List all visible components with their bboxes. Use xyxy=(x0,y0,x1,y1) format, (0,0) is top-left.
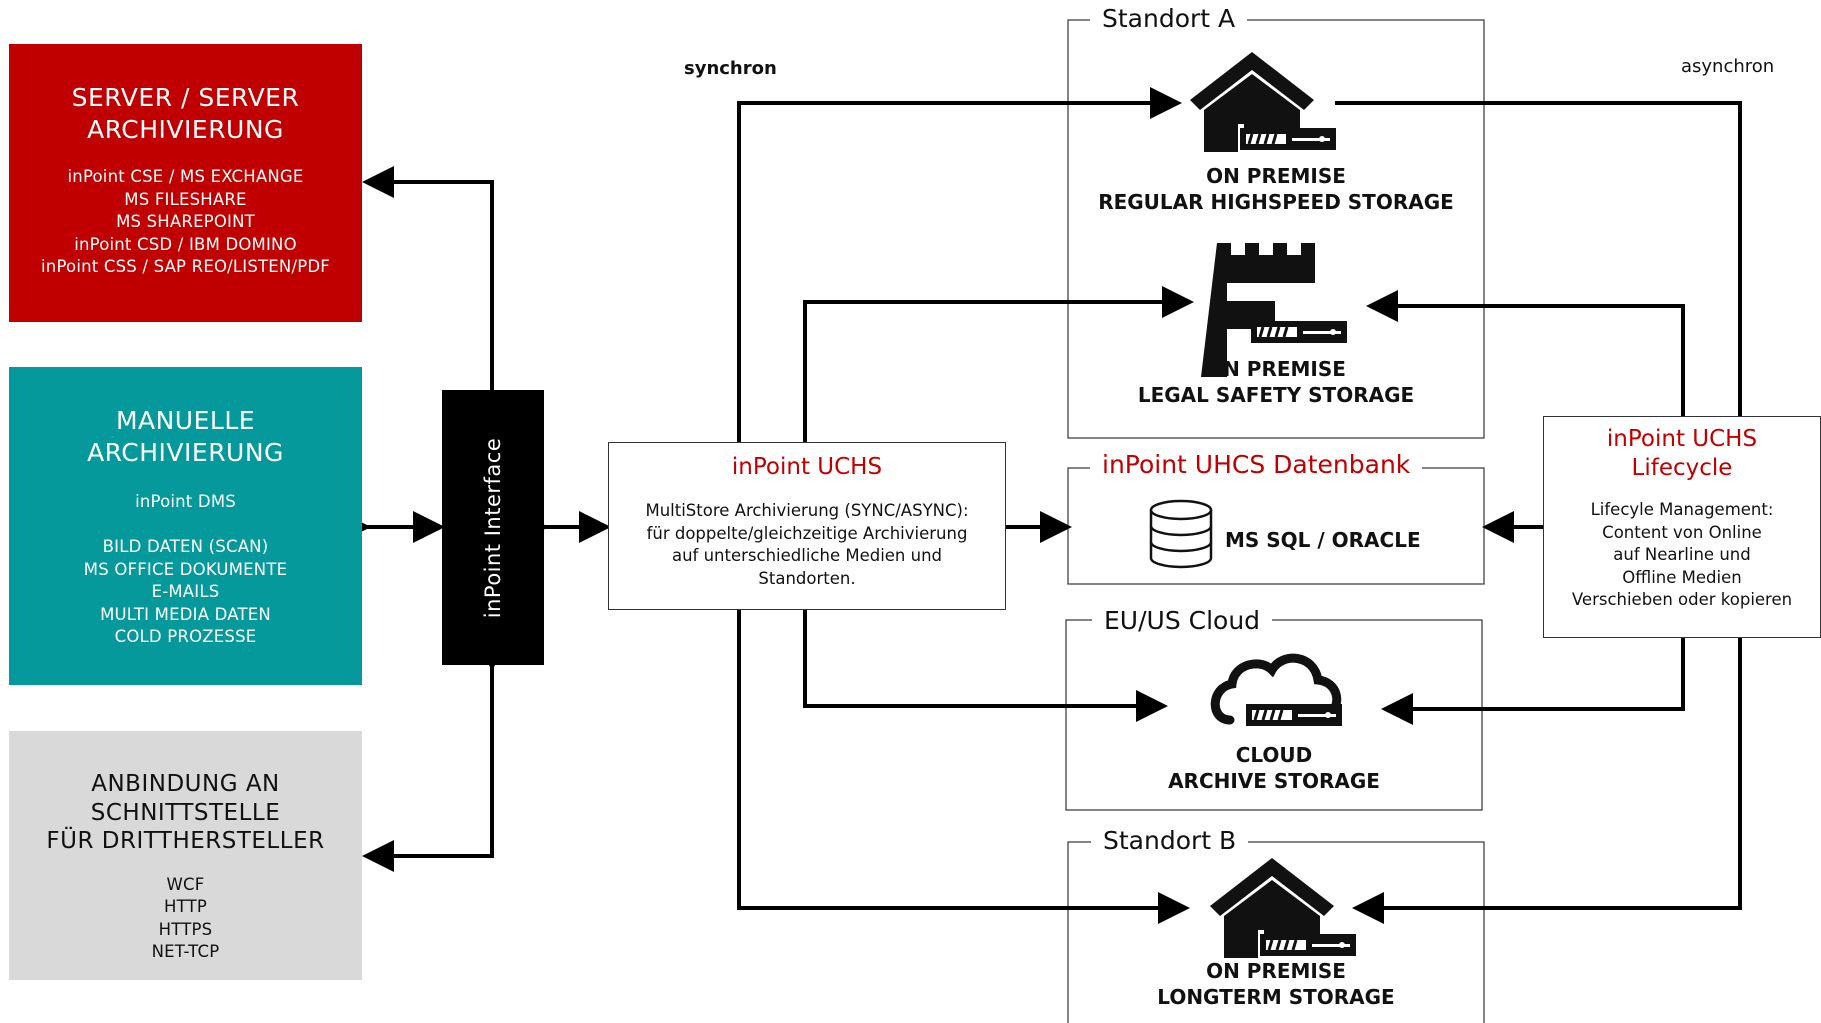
standort-b-label: Standort B xyxy=(1091,826,1249,856)
uchs-title: inPoint UCHS xyxy=(731,454,883,480)
storage-line: ARCHIVE STORAGE xyxy=(1168,769,1380,793)
lifecycle-box: inPoint UCHS Lifecycle Lifecyle Manageme… xyxy=(1543,416,1821,638)
connector-server xyxy=(362,166,508,418)
database-icon xyxy=(1149,499,1213,569)
list-item: COLD PROZESSE xyxy=(114,627,257,646)
title-line: ARCHIVIERUNG xyxy=(87,438,284,467)
body-line: auf Nearline und xyxy=(1613,545,1751,564)
thirdparty-box-title: ANBINDUNG AN SCHNITTSTELLE FÜR DRITTHERS… xyxy=(9,770,362,856)
title-line: Lifecycle xyxy=(1631,455,1733,481)
interface-label-wrap: inPoint Interface xyxy=(442,390,544,665)
list-item: inPoint CSE / MS EXCHANGE xyxy=(67,167,304,186)
storage-line: REGULAR HIGHSPEED STORAGE xyxy=(1098,190,1454,214)
castle-server-icon xyxy=(1201,243,1349,377)
list-item: NET-TCP xyxy=(151,942,220,961)
house-server-icon xyxy=(1210,858,1358,958)
uchs-body: MultiStore Archivierung (SYNC/ASYNC): fü… xyxy=(609,500,1005,590)
title-line: ARCHIVIERUNG xyxy=(87,115,284,144)
sync-to-regular xyxy=(737,87,1182,444)
storage-line: LONGTERM STORAGE xyxy=(1157,985,1395,1009)
sync-to-longterm xyxy=(737,609,1190,924)
list-item: MS OFFICE DOKUMENTE xyxy=(83,559,288,579)
body-line: Offline Medien xyxy=(1622,567,1742,587)
sync-to-legal xyxy=(803,286,1194,444)
datenbank-frame xyxy=(1067,467,1485,585)
thirdparty-interface-box: ANBINDUNG AN SCHNITTSTELLE FÜR DRITTHERS… xyxy=(9,731,362,980)
interface-label: inPoint Interface xyxy=(481,437,505,618)
regular-storage-label: ON PREMISE REGULAR HIGHSPEED STORAGE xyxy=(1068,163,1484,215)
house-server-icon xyxy=(1190,52,1338,152)
title-line: SCHNITTSTELLE xyxy=(90,799,281,826)
standort-a-label: Standort A xyxy=(1090,4,1248,34)
list-item: HTTPS xyxy=(158,919,213,939)
standort-a-frame xyxy=(1067,19,1485,439)
lifecycle-to-cloud xyxy=(1381,638,1685,725)
list-item: BILD DATEN (SCAN) xyxy=(102,537,269,556)
lifecycle-body: Lifecyle Management: Content von Online … xyxy=(1544,499,1820,612)
longterm-storage-label: ON PREMISE LONGTERM STORAGE xyxy=(1068,958,1484,1010)
title-line: inPoint UCHS xyxy=(1606,426,1758,452)
connector-thirdparty xyxy=(362,639,508,872)
body-line: Verschieben oder kopieren xyxy=(1571,590,1793,609)
title-line: FÜR DRITTHERSTELLER xyxy=(46,828,325,854)
server-archiving-box: SERVER / SERVER ARCHIVIERUNG inPoint CSE… xyxy=(9,44,362,322)
list-item: inPoint DMS xyxy=(135,492,236,511)
storage-line: ON PREMISE xyxy=(1206,357,1346,381)
body-line: MultiStore Archivierung (SYNC/ASYNC): xyxy=(645,501,969,520)
thirdparty-box-items: WCF HTTP HTTPS NET-TCP xyxy=(9,874,362,964)
cloud-server-icon xyxy=(1210,653,1344,728)
async-label: asynchron xyxy=(1681,56,1775,77)
lifecycle-to-legal xyxy=(1366,290,1685,417)
list-item: inPoint CSD / IBM DOMINO xyxy=(74,234,297,254)
storage-line: CLOUD xyxy=(1235,743,1313,767)
datenbank-label: inPoint UHCS Datenbank xyxy=(1090,450,1423,480)
title-line: MANUELLE xyxy=(115,406,256,435)
body-line: auf unterschiedliche Medien und xyxy=(671,546,943,565)
list-item: WCF xyxy=(166,874,205,894)
sync-to-cloud xyxy=(803,609,1168,722)
body-line: Lifecyle Management: xyxy=(1590,500,1774,519)
manual-box-items: inPoint DMS BILD DATEN (SCAN) MS OFFICE … xyxy=(9,491,362,649)
uchs-box: inPoint UCHS MultiStore Archivierung (SY… xyxy=(608,442,1006,610)
list-item: inPoint CSS / SAP REO/LISTEN/PDF xyxy=(41,257,330,276)
server-box-items: inPoint CSE / MS EXCHANGE MS FILESHARE M… xyxy=(9,166,362,279)
database-label: MS SQL / ORACLE xyxy=(1225,528,1421,552)
body-line: Standorten. xyxy=(758,568,856,588)
list-item: MULTI MEDIA DATEN xyxy=(100,604,271,624)
cloud-storage-label: CLOUD ARCHIVE STORAGE xyxy=(1066,742,1482,794)
server-box-title: SERVER / SERVER ARCHIVIERUNG xyxy=(9,82,362,146)
sync-label: synchron xyxy=(684,58,777,79)
body-line: Content von Online xyxy=(1602,522,1762,542)
manual-box-title: MANUELLE ARCHIVIERUNG xyxy=(9,405,362,469)
cloud-label: EU/US Cloud xyxy=(1092,606,1273,636)
manual-archiving-box: MANUELLE ARCHIVIERUNG inPoint DMS BILD D… xyxy=(9,367,362,685)
legal-storage-label: ON PREMISE LEGAL SAFETY STORAGE xyxy=(1068,356,1484,408)
list-spacer xyxy=(9,514,362,537)
standort-b-frame xyxy=(1067,841,1485,1023)
list-item: HTTP xyxy=(163,897,208,916)
title-line: SERVER / SERVER xyxy=(71,83,300,112)
cloud-frame xyxy=(1065,619,1483,811)
list-item: MS SHAREPOINT xyxy=(116,212,255,231)
storage-line: ON PREMISE xyxy=(1206,959,1346,983)
storage-line: LEGAL SAFETY STORAGE xyxy=(1137,383,1415,407)
lifecycle-title: inPoint UCHS Lifecycle xyxy=(1544,425,1820,483)
inpoint-interface-bar xyxy=(442,390,544,665)
list-item: MS FILESHARE xyxy=(124,189,247,209)
storage-line: ON PREMISE xyxy=(1206,164,1346,188)
body-line: für doppelte/gleichzeitige Archivierung xyxy=(646,523,968,543)
list-item: E-MAILS xyxy=(151,582,220,601)
title-line: ANBINDUNG AN xyxy=(91,771,280,797)
